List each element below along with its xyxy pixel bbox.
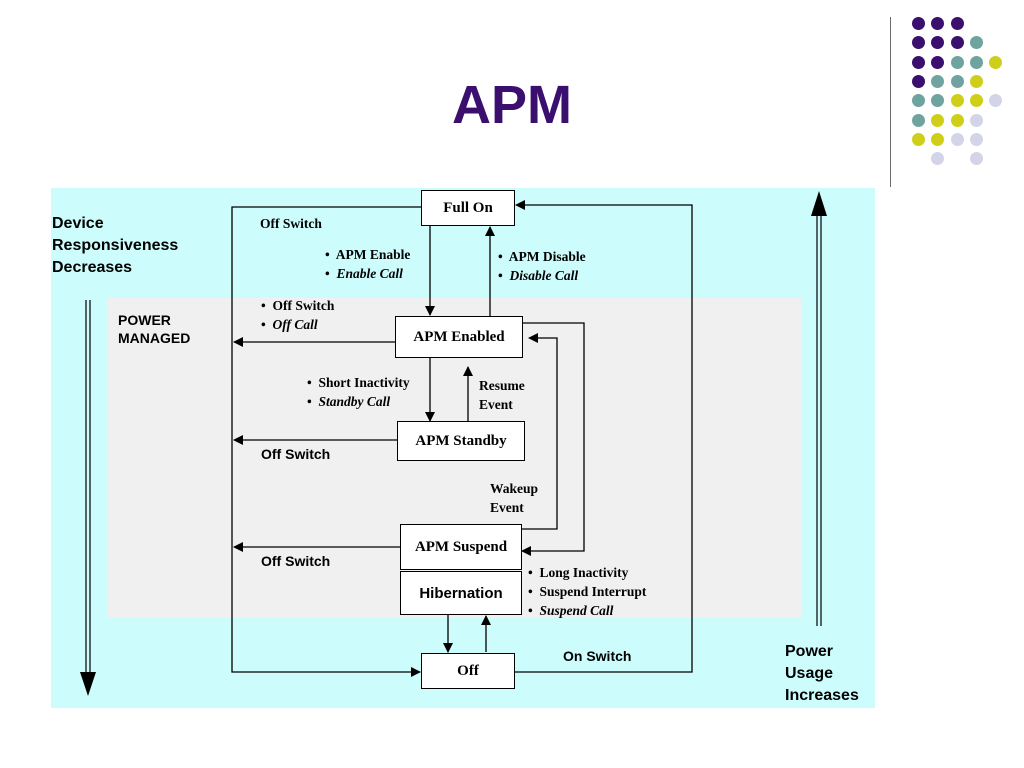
decorative-dot [950, 113, 964, 127]
label-disable-call: Disable Call [509, 268, 579, 283]
label-wakeup-event-word: Event [490, 500, 524, 515]
label-suspend-group: • Long Inactivity • Suspend Interrupt • … [528, 565, 647, 618]
state-hibernation: Hibernation [400, 571, 522, 615]
decorative-dot [931, 17, 945, 30]
power-managed-label: POWER MANAGED [118, 312, 191, 346]
label-off-call: Off Call [272, 317, 318, 332]
decorative-dot [931, 74, 945, 88]
decorative-dot [931, 113, 945, 127]
decorative-dot [931, 36, 945, 50]
label-off-switch-suspend: Off Switch [261, 553, 331, 569]
state-apm-standby: APM Standby [397, 421, 525, 461]
title-divider [890, 17, 891, 187]
decorative-dot [912, 17, 925, 30]
state-apm-enabled: APM Enabled [395, 316, 523, 358]
label-enable-call: Enable Call [336, 266, 403, 281]
long-inactivity-path [521, 322, 585, 556]
label-off-switch-top: Off Switch [260, 216, 322, 231]
label-resume-event: Resume Event [479, 376, 525, 414]
label-apm-enable-group: • APM Enable • Enable Call [325, 247, 411, 281]
label-wakeup: Wakeup [490, 481, 539, 496]
label-resume-event-word: Event [479, 397, 513, 412]
decorative-dot [912, 74, 925, 88]
label-apm-disable-group: • APM Disable • Disable Call [498, 249, 586, 283]
power-usage-label: Power Usage Increases [785, 643, 859, 704]
responsiveness-arrowhead [80, 672, 96, 696]
decorative-dot [931, 132, 945, 146]
on-switch-path [515, 200, 693, 673]
label-apm-disable: APM Disable [508, 249, 586, 264]
label-on-switch: On Switch [563, 648, 632, 664]
decorative-dot [969, 55, 983, 69]
decorative-dot [912, 132, 925, 146]
label-standby-call: Standby Call [318, 394, 391, 409]
full-on-off-switch-path [231, 206, 421, 677]
decorative-dot [931, 94, 945, 108]
label-suspend-interrupt: Suspend Interrupt [539, 584, 647, 599]
decorative-dot [912, 113, 925, 127]
decorative-dot [950, 55, 964, 69]
decorative-dot [969, 113, 983, 127]
state-apm-suspend: APM Suspend [400, 524, 522, 570]
wakeup-event-path [521, 333, 558, 530]
power-usage-arrowhead [811, 191, 827, 216]
decorative-dot [950, 36, 964, 50]
label-apm-enable: APM Enable [335, 247, 411, 262]
decorative-dot [931, 55, 945, 69]
label-wakeup-event: Wakeup Event [490, 479, 538, 517]
state-full-on: Full On [421, 190, 515, 226]
label-short-inactivity: Short Inactivity [318, 375, 410, 390]
label-off-switch-standby: Off Switch [261, 446, 331, 462]
decorative-dot [950, 94, 964, 108]
label-long-inactivity: Long Inactivity [539, 565, 629, 580]
decorative-dot [912, 94, 925, 108]
decorative-dot [969, 152, 983, 166]
label-off-switch-enabled-group: • Off Switch • Off Call [261, 298, 335, 332]
label-short-inactivity-group: • Short Inactivity • Standby Call [307, 375, 410, 409]
decorative-dot [950, 17, 964, 30]
state-off: Off [421, 653, 515, 689]
decorative-dot [969, 132, 983, 146]
label-off-switch-enabled: Off Switch [272, 298, 335, 313]
label-suspend-call: Suspend Call [539, 603, 614, 618]
decorative-dot [931, 152, 945, 166]
device-responsiveness-label: Device Responsiveness Decreases [52, 215, 179, 276]
decorative-dot [969, 74, 983, 88]
decorative-dot [969, 94, 983, 108]
decorative-dot [969, 36, 983, 50]
decorative-dot [912, 36, 925, 50]
decorative-dot [989, 94, 1003, 108]
decorative-dot [950, 132, 964, 146]
decorative-dot [912, 55, 925, 69]
label-resume: Resume [479, 378, 525, 393]
slide-title: APM [452, 75, 572, 135]
decorative-dot [989, 55, 1003, 69]
decorative-dot [950, 74, 964, 88]
